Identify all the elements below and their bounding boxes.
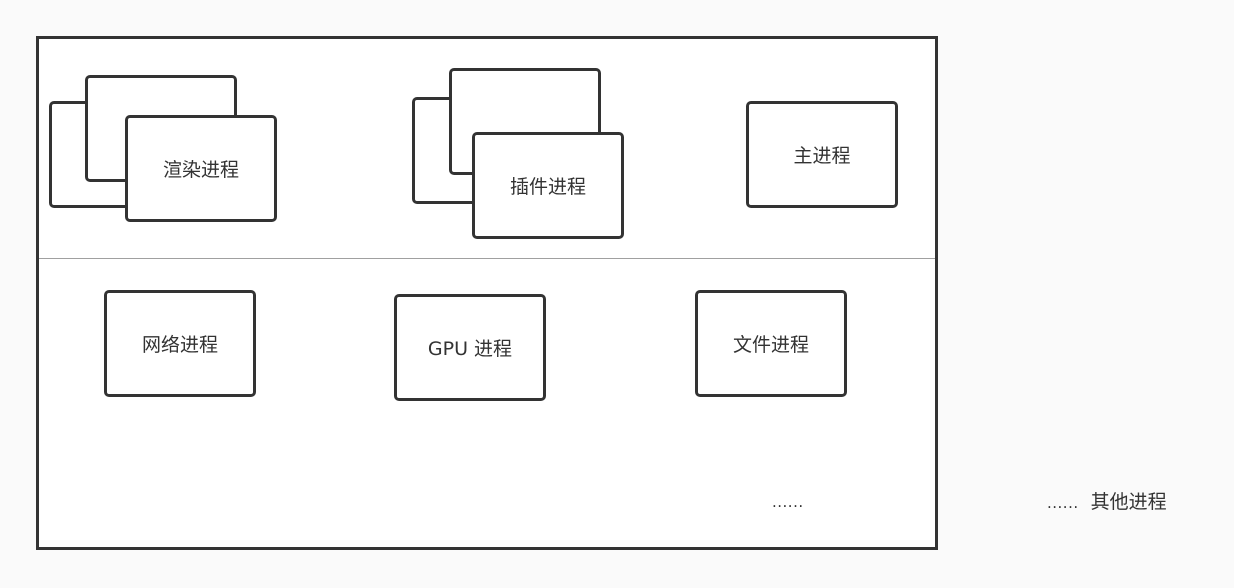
inner-ellipsis: ...... xyxy=(772,493,804,511)
file-process-label: 文件进程 xyxy=(732,334,809,356)
renderer-process-box: 渲染进程 xyxy=(125,115,277,222)
renderer-process-label: 渲染进程 xyxy=(162,159,239,181)
other-processes-label: ...... 其他进程 xyxy=(1047,487,1167,514)
other-processes-text: 其他进程 xyxy=(1090,491,1167,513)
file-process-box: 文件进程 xyxy=(695,290,847,397)
section-divider xyxy=(39,258,935,259)
browser-process-frame: 渲染进程 插件进程 主进程 网络进程 GPU 进程 文件进程 ...... xyxy=(36,36,938,550)
main-process-label: 主进程 xyxy=(793,145,851,167)
plugin-process-label: 插件进程 xyxy=(509,176,586,198)
main-process-box: 主进程 xyxy=(746,101,898,208)
network-process-box: 网络进程 xyxy=(104,290,256,397)
plugin-process-box: 插件进程 xyxy=(472,132,624,239)
gpu-process-label: GPU 进程 xyxy=(427,338,513,360)
other-processes-ellipsis: ...... xyxy=(1047,494,1079,512)
gpu-process-box: GPU 进程 xyxy=(394,294,546,401)
network-process-label: 网络进程 xyxy=(141,334,218,356)
